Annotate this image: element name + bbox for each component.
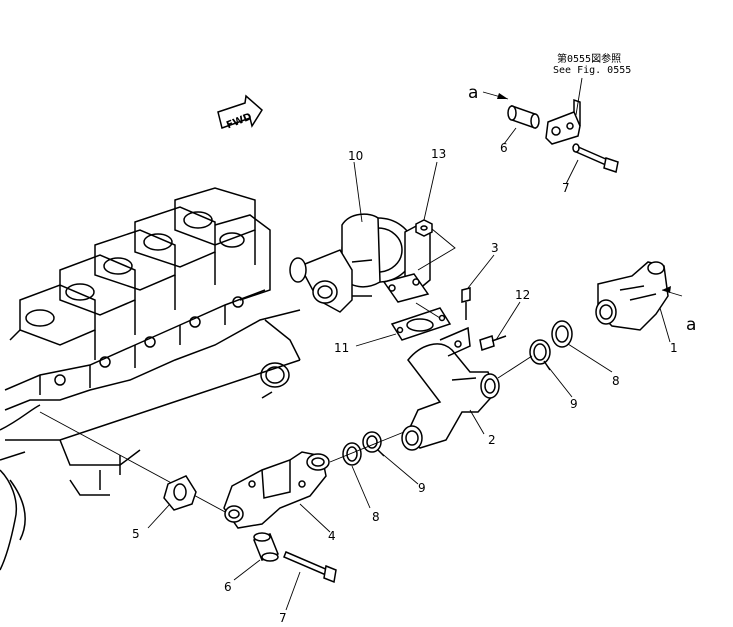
bolt-12 xyxy=(479,335,507,351)
exhaust-manifold-middle xyxy=(223,451,330,529)
seal-ring-left xyxy=(342,442,362,466)
callout-6-top: 6 xyxy=(500,141,508,155)
nut-leader xyxy=(417,228,456,271)
callout-2: 2 xyxy=(488,433,496,447)
callout-8-right: 8 xyxy=(612,374,620,388)
stud xyxy=(461,287,471,320)
turbocharger xyxy=(289,213,431,313)
bolt-top xyxy=(572,143,619,173)
manifold-gasket xyxy=(163,475,197,511)
manifold-link-leader xyxy=(497,355,533,379)
middle-link-leader xyxy=(329,431,405,463)
engine-block xyxy=(0,187,301,571)
connection-letter-a-right: a xyxy=(686,315,696,335)
reference-note-en: See Fig. 0555 xyxy=(553,65,631,76)
callout-1: 1 xyxy=(670,341,678,355)
engine-to-manifold-leader xyxy=(39,411,241,521)
callout-8-left: 8 xyxy=(372,510,380,524)
exhaust-manifold-rear xyxy=(401,326,500,451)
callout-9-right: 9 xyxy=(570,397,578,411)
connection-letter-a-top: a xyxy=(468,83,478,103)
exhaust-manifold-front xyxy=(595,261,669,331)
reference-note-leader xyxy=(575,77,583,116)
callout-7-top: 7 xyxy=(562,181,570,195)
callout-13: 13 xyxy=(431,147,446,161)
callout-6-bottom: 6 xyxy=(224,580,232,594)
callout-3: 3 xyxy=(491,241,499,255)
connection-arrowhead-right xyxy=(662,286,671,293)
callout-11: 11 xyxy=(334,341,349,355)
callout-leaders xyxy=(147,127,671,611)
turbo-gasket xyxy=(390,307,452,341)
reference-note-jp: 第0555図参照 xyxy=(557,52,621,65)
gasket-leader xyxy=(415,302,441,319)
callout-10: 10 xyxy=(348,149,363,163)
callout-5: 5 xyxy=(132,527,140,541)
bracket xyxy=(545,98,581,145)
nut xyxy=(415,219,433,237)
spacer-top xyxy=(507,104,540,130)
callout-9-left: 9 xyxy=(418,481,426,495)
fwd-arrow-icon: FWD xyxy=(217,94,263,131)
bolt-bottom xyxy=(283,551,337,584)
callout-12: 12 xyxy=(515,288,530,302)
connection-arrowhead-top xyxy=(497,93,508,99)
spacer-bottom xyxy=(253,532,279,562)
seal-ring-right xyxy=(551,320,573,348)
callout-7-bottom: 7 xyxy=(279,611,287,625)
callout-4: 4 xyxy=(328,529,336,543)
